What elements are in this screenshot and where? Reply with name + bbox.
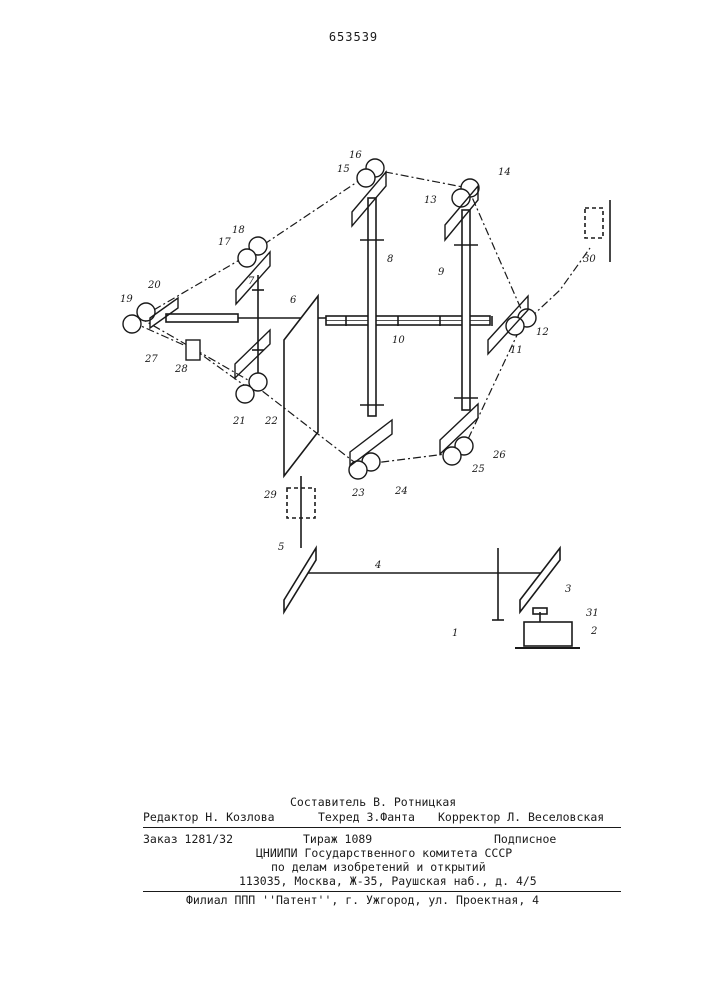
svg-text:31: 31: [586, 608, 599, 619]
svg-text:27: 27: [144, 354, 158, 365]
corrector-line: Корректор Л. Веселовская: [438, 810, 604, 824]
svg-text:9: 9: [438, 267, 445, 278]
svg-text:12: 12: [536, 327, 549, 338]
svg-text:17: 17: [218, 237, 231, 248]
order-number: Заказ 1281/32: [143, 832, 233, 846]
svg-text:20: 20: [147, 280, 161, 291]
subscription-label: Подписное: [494, 832, 556, 846]
svg-text:25: 25: [471, 464, 485, 475]
svg-text:2: 2: [590, 626, 597, 637]
svg-text:26: 26: [492, 450, 506, 461]
address: 113035, Москва, Ж-35, Раушская наб., д. …: [239, 874, 537, 888]
svg-text:1: 1: [452, 628, 458, 639]
svg-text:16: 16: [349, 150, 362, 161]
divider-rule-2: [143, 891, 621, 892]
svg-text:15: 15: [337, 164, 350, 175]
svg-text:24: 24: [394, 486, 408, 497]
svg-text:29: 29: [263, 490, 277, 501]
organization: ЦНИИПИ Государственного комитета СССР: [256, 846, 512, 860]
svg-text:19: 19: [120, 294, 133, 305]
branch-line: Филиал ППП ''Патент'', г. Ужгород, ул. П…: [186, 893, 539, 907]
svg-text:28: 28: [174, 364, 188, 375]
svg-text:4: 4: [374, 560, 381, 571]
svg-text:18: 18: [232, 225, 245, 236]
svg-text:8: 8: [387, 254, 393, 265]
techred-line: Техред З.Фанта: [318, 810, 415, 824]
svg-text:6: 6: [290, 295, 297, 306]
svg-text:14: 14: [498, 167, 511, 178]
svg-text:22: 22: [264, 416, 278, 427]
compiler-line: Составитель В. Ротницкая: [290, 795, 456, 809]
svg-text:23: 23: [351, 488, 365, 499]
department: по делам изобретений и открытий: [271, 860, 486, 874]
svg-text:13: 13: [424, 195, 437, 206]
circulation: Тираж 1089: [303, 832, 372, 846]
svg-text:5: 5: [278, 542, 284, 553]
svg-text:3: 3: [565, 584, 571, 595]
editor-line: Редактор Н. Козлова: [143, 810, 275, 824]
svg-text:11: 11: [510, 345, 523, 356]
svg-text:7: 7: [248, 276, 255, 287]
svg-text:10: 10: [392, 335, 405, 346]
svg-text:30: 30: [583, 254, 596, 265]
divider-rule: [143, 827, 621, 828]
svg-text:21: 21: [232, 416, 246, 427]
